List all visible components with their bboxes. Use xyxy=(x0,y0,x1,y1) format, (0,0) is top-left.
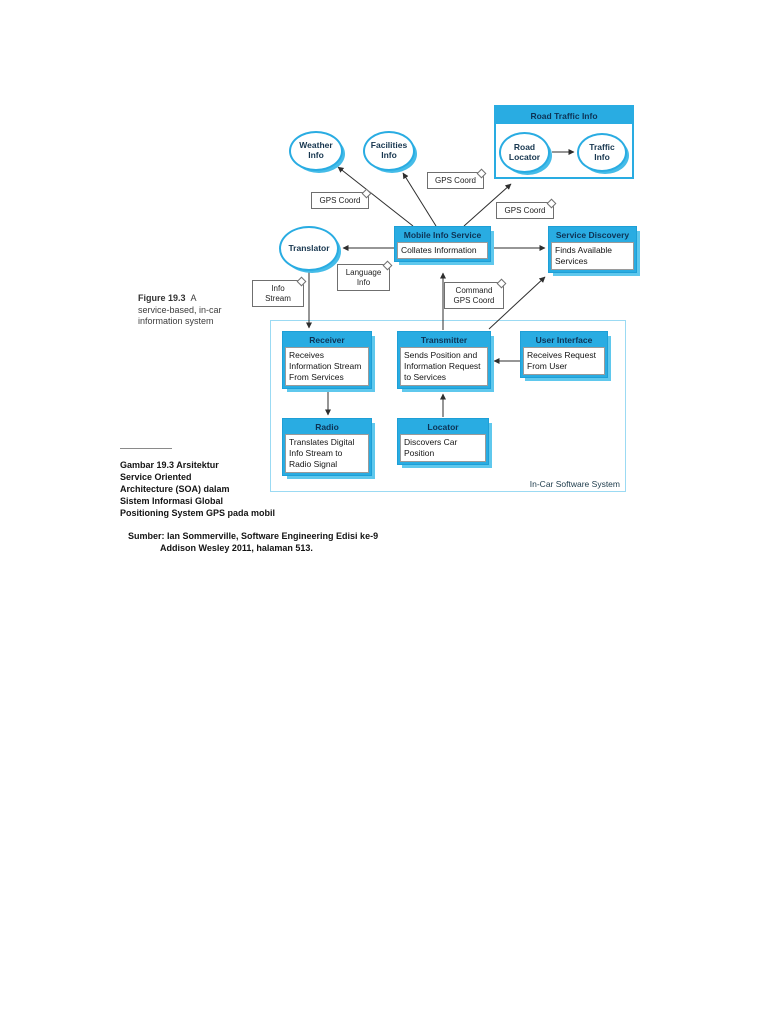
ellipse-road-locator: Road Locator xyxy=(499,132,550,173)
note-gps-coord-right: GPS Coord xyxy=(496,202,554,219)
ellipse-facilities-info: Facilities Info xyxy=(363,131,415,171)
box-service-discovery-body: Finds Available Services xyxy=(551,242,634,271)
box-transmitter-header: Transmitter xyxy=(420,335,468,345)
caption-gambar-line: Architecture (SOA) dalam xyxy=(120,484,230,494)
box-receiver-body: Receives Information Stream From Service… xyxy=(285,347,369,387)
figure-caption-line2: service-based, in-car xyxy=(138,304,222,315)
box-locator: Locator Discovers Car Position xyxy=(397,418,489,466)
box-transmitter: Transmitter Sends Position and Informati… xyxy=(397,331,491,390)
box-locator-body: Discovers Car Position xyxy=(400,434,486,463)
box-locator-header: Locator xyxy=(427,422,459,432)
in-car-software-system-group: In-Car Software System xyxy=(270,320,626,492)
box-transmitter-body: Sends Position and Information Request t… xyxy=(400,347,488,387)
note-language-info: Language Info xyxy=(337,264,390,291)
in-car-software-system-label: In-Car Software System xyxy=(529,479,620,489)
caption-gambar-line: Positioning System GPS pada mobil xyxy=(120,508,276,518)
footnote-rule xyxy=(120,448,172,449)
box-receiver-header: Receiver xyxy=(309,335,345,345)
box-mobile-info-service: Mobile Info Service Collates Information xyxy=(394,226,491,263)
figure-caption-line3: information system xyxy=(138,316,214,326)
caption-gambar-line: Sistem Informasi Global xyxy=(120,496,224,506)
note-gps-coord-middle: GPS Coord xyxy=(427,172,484,189)
box-radio-header: Radio xyxy=(315,422,339,432)
caption-sumber-line2: Addison Wesley 2011, halaman 513. xyxy=(160,543,313,553)
caption-gambar: Gambar 19.3 Arsitektur Service Oriented … xyxy=(120,459,275,519)
figure-caption-number: Figure 19.3 xyxy=(138,293,186,303)
caption-gambar-line: Service Oriented xyxy=(120,472,192,482)
ellipse-traffic-info: Traffic Info xyxy=(577,133,627,172)
box-radio: Radio Translates Digital Info Stream to … xyxy=(282,418,372,477)
caption-gambar-line: Gambar 19.3 Arsitektur xyxy=(120,460,219,470)
box-service-discovery-header: Service Discovery xyxy=(555,230,630,240)
ellipse-translator: Translator xyxy=(279,226,339,271)
note-command-gps-coord: Command GPS Coord xyxy=(444,282,504,309)
box-mobile-info-service-header: Mobile Info Service xyxy=(403,230,482,240)
box-user-interface: User Interface Receives Request From Use… xyxy=(520,331,608,379)
box-radio-body: Translates Digital Info Stream to Radio … xyxy=(285,434,369,474)
box-user-interface-header: User Interface xyxy=(535,335,593,345)
figure-caption: Figure 19.3 A service-based, in-car info… xyxy=(138,293,258,328)
note-info-stream: Info Stream xyxy=(252,280,304,307)
ellipse-weather-info: Weather Info xyxy=(289,131,343,171)
box-user-interface-body: Receives Request From User xyxy=(523,347,605,376)
figure-caption-line1: Figure 19.3 A xyxy=(138,293,258,305)
note-gps-coord-left: GPS Coord xyxy=(311,192,369,209)
road-traffic-info-title: Road Traffic Info xyxy=(496,107,632,124)
box-service-discovery: Service Discovery Finds Available Servic… xyxy=(548,226,637,274)
box-mobile-info-service-body: Collates Information xyxy=(397,242,488,260)
figure-caption-rest: A xyxy=(190,293,197,303)
box-receiver: Receiver Receives Information Stream Fro… xyxy=(282,331,372,390)
caption-sumber-line1: Sumber: Ian Sommerville, Software Engine… xyxy=(128,531,379,541)
